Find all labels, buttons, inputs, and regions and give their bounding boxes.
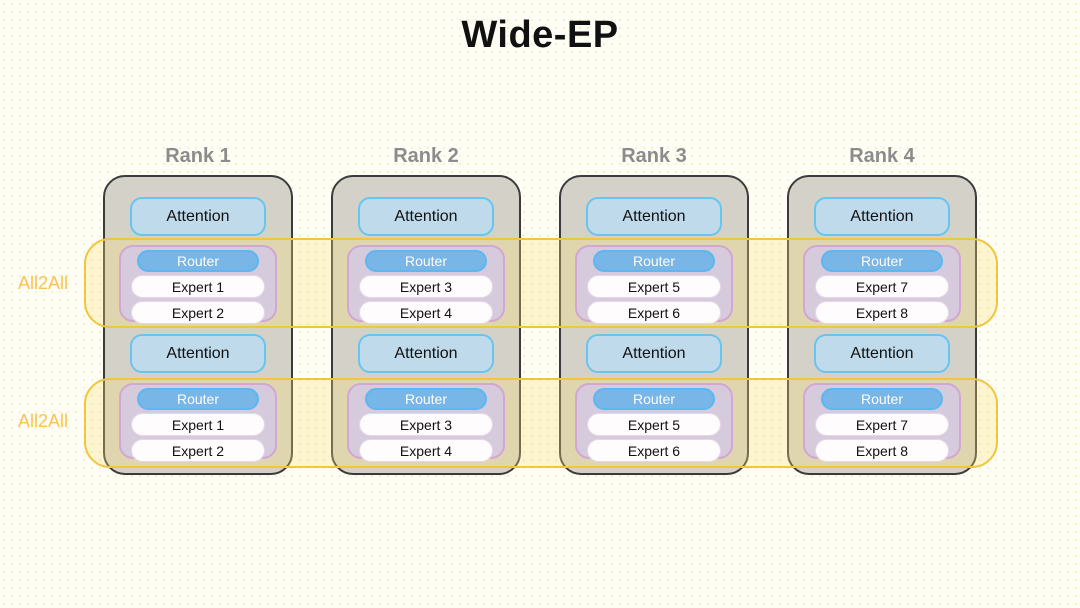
attention-block: Attention: [358, 197, 494, 236]
moe-group: Router Expert 3 Expert 4: [347, 245, 505, 324]
moe-group: Router Expert 7 Expert 8: [803, 245, 961, 324]
rank-4-label: Rank 4: [849, 145, 915, 167]
expert-block: Expert 5: [587, 413, 721, 436]
expert-block: Expert 4: [359, 439, 493, 462]
moe-group: Router Expert 1 Expert 2: [119, 383, 277, 462]
rank-2: Rank 2 Attention Router Expert 3 Expert …: [331, 145, 521, 475]
attention-block: Attention: [586, 197, 722, 236]
router-block: Router: [137, 250, 259, 272]
rank-1: Rank 1 Attention Router Expert 1 Expert …: [103, 145, 293, 475]
all2all-label-bottom: All2All: [17, 411, 69, 431]
moe-group: Router Expert 1 Expert 2: [119, 245, 277, 324]
rank-3: Rank 3 Attention Router Expert 5 Expert …: [559, 145, 749, 475]
expert-block: Expert 1: [131, 413, 265, 436]
expert-block: Expert 2: [131, 301, 265, 324]
attention-block: Attention: [130, 197, 266, 236]
expert-block: Expert 6: [587, 301, 721, 324]
attention-block: Attention: [814, 334, 950, 373]
all2all-label-top: All2All: [17, 273, 69, 293]
router-block: Router: [365, 250, 487, 272]
router-block: Router: [821, 250, 943, 272]
expert-block: Expert 1: [131, 275, 265, 298]
expert-block: Expert 7: [815, 275, 949, 298]
rank-2-label: Rank 2: [393, 145, 459, 167]
router-block: Router: [593, 388, 715, 410]
router-block: Router: [365, 388, 487, 410]
expert-block: Expert 3: [359, 275, 493, 298]
attention-block: Attention: [358, 334, 494, 373]
moe-group: Router Expert 3 Expert 4: [347, 383, 505, 462]
moe-group: Router Expert 7 Expert 8: [803, 383, 961, 462]
attention-block: Attention: [586, 334, 722, 373]
attention-block: Attention: [814, 197, 950, 236]
rank-3-label: Rank 3: [621, 145, 687, 167]
router-block: Router: [593, 250, 715, 272]
rank-1-label: Rank 1: [165, 145, 231, 167]
moe-group: Router Expert 5 Expert 6: [575, 245, 733, 324]
router-block: Router: [821, 388, 943, 410]
expert-block: Expert 6: [587, 439, 721, 462]
expert-block: Expert 4: [359, 301, 493, 324]
expert-block: Expert 5: [587, 275, 721, 298]
moe-group: Router Expert 5 Expert 6: [575, 383, 733, 462]
expert-block: Expert 2: [131, 439, 265, 462]
diagram-title: Wide-EP: [461, 14, 619, 56]
attention-block: Attention: [130, 334, 266, 373]
expert-block: Expert 3: [359, 413, 493, 436]
expert-block: Expert 8: [815, 439, 949, 462]
expert-block: Expert 8: [815, 301, 949, 324]
expert-block: Expert 7: [815, 413, 949, 436]
router-block: Router: [137, 388, 259, 410]
